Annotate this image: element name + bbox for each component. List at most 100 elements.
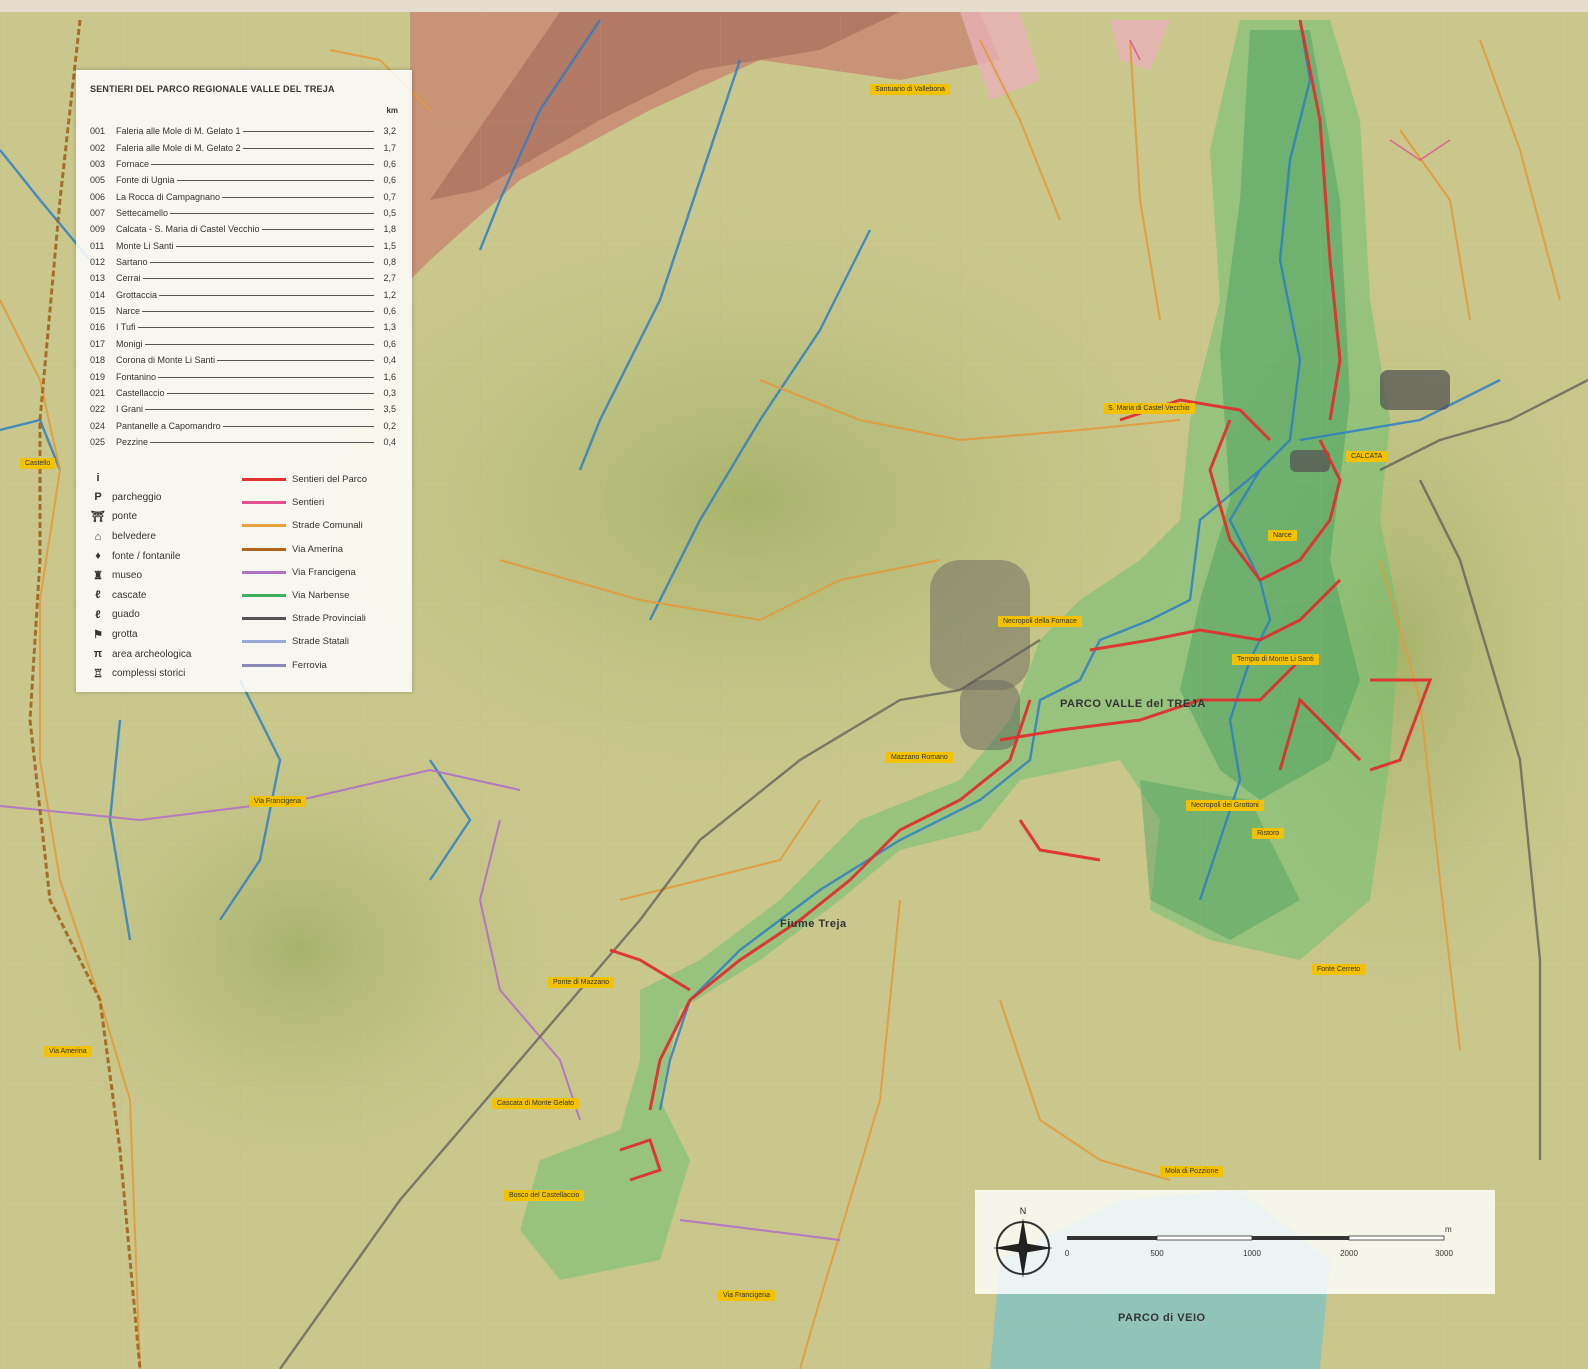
- line-label: Sentieri del Parco: [292, 474, 367, 486]
- map-symbol-icon: ♖: [93, 668, 103, 681]
- trail-code: 003: [90, 159, 106, 170]
- via-amerina: [28, 19, 142, 1369]
- scale-bar: m: [1067, 1225, 1452, 1241]
- map-symbol-icon: P: [94, 491, 102, 504]
- compass-north-label: N: [1020, 1206, 1027, 1216]
- trail-length: 0,5: [383, 208, 396, 219]
- trail-leader: [137, 327, 374, 329]
- place-label[interactable]: Necropoli della Fornace: [998, 616, 1082, 627]
- map-symbol-icon: ⛩: [91, 511, 105, 524]
- trail-leader: [170, 213, 374, 215]
- place-label[interactable]: Cascata di Monte Gelato: [492, 1098, 580, 1109]
- trail-length: 2,7: [383, 273, 396, 284]
- trail-leader: [145, 409, 374, 411]
- place-label[interactable]: Ristoro: [1252, 828, 1285, 839]
- place-label[interactable]: Via Amerina: [44, 1046, 92, 1057]
- trail-length: 0,7: [383, 191, 396, 202]
- place-label[interactable]: Castello: [20, 458, 56, 469]
- trail-length: 1,5: [383, 240, 396, 251]
- trail-name: Narce: [116, 306, 141, 317]
- symbol-legend-item: ♦fonte / fontanile: [90, 546, 230, 566]
- place-label[interactable]: Narce: [1268, 530, 1297, 541]
- place-label[interactable]: Ponte di Mazzano: [548, 977, 615, 988]
- line-label: Via Amerina: [292, 543, 344, 555]
- trail-code: 013: [90, 273, 106, 284]
- provincial-roads: [279, 378, 1588, 1369]
- map-symbol-icon: ⚑: [93, 629, 103, 642]
- trail-leader: [144, 343, 374, 345]
- trail-length: 0,6: [383, 159, 396, 170]
- place-label[interactable]: Via Francigena: [718, 1290, 775, 1301]
- trail-list-item: 003 Fornace 0,6: [90, 153, 396, 169]
- trail-list-item: 013 Cerrai 2,7: [90, 267, 396, 283]
- place-label[interactable]: Bosco del Castellaccio: [504, 1190, 585, 1201]
- place-label[interactable]: Via Francigena: [249, 796, 306, 807]
- trail-length: 0,6: [383, 338, 396, 349]
- trail-leader: [159, 294, 374, 296]
- trail-leader: [166, 392, 374, 394]
- trail-code: 022: [90, 404, 106, 415]
- symbol-label: belvedere: [112, 531, 156, 543]
- trail-name: Monte Li Santi: [116, 240, 174, 251]
- trail-length: 0,4: [383, 355, 396, 366]
- towns: [930, 370, 1450, 750]
- trail-name: Cerrai: [116, 273, 141, 284]
- line-label: Sentieri: [292, 497, 325, 509]
- trail-name: Pantanelle a Capomandro: [116, 420, 221, 431]
- place-label[interactable]: Fonte Cerreto: [1312, 964, 1366, 975]
- line-legend-item: Sentieri: [242, 491, 402, 514]
- line-legend-item: Via Amerina: [242, 538, 402, 561]
- line-swatch: [242, 663, 286, 667]
- place-label[interactable]: CALCATA: [1346, 451, 1388, 462]
- line-legend-item: Strade Comunali: [242, 514, 402, 537]
- line-legend-item: Strade Statali: [242, 630, 402, 653]
- symbol-label: guado: [112, 609, 140, 621]
- trail-leader: [150, 441, 374, 443]
- line-legend-item: Via Francigena: [242, 561, 402, 584]
- trail-name: Grottaccia: [116, 289, 158, 300]
- trail-length: 1,2: [383, 289, 396, 300]
- trail-name: Fornace: [116, 159, 150, 170]
- trail-code: 012: [90, 257, 106, 268]
- place-label[interactable]: S. Maria di Castel Vecchio: [1103, 403, 1195, 414]
- line-label: Strade Statali: [292, 636, 350, 648]
- symbol-label: grotta: [112, 629, 138, 641]
- trail-leader: [151, 164, 374, 166]
- place-label[interactable]: Santuario di Vallebona: [870, 84, 950, 95]
- symbol-label: museo: [112, 570, 143, 582]
- scale-tick-label: 2000: [1340, 1249, 1358, 1258]
- municipal-roads: [0, 39, 1561, 1369]
- trail-leader: [142, 278, 374, 280]
- place-label[interactable]: Necropoli dei Grottoni: [1186, 800, 1264, 811]
- trail-code: 025: [90, 436, 106, 447]
- place-label[interactable]: Mola di Pozzione: [1160, 1166, 1224, 1177]
- trail-leader: [261, 229, 374, 231]
- place-label[interactable]: Tempio di Monte Li Santi: [1232, 654, 1319, 665]
- trail-name: Corona di Monte Li Santi: [116, 355, 216, 366]
- rivers: [0, 19, 1501, 1111]
- line-label: Ferrovia: [292, 659, 327, 671]
- trail-leader: [222, 196, 374, 198]
- trail-length: 1,3: [383, 322, 396, 333]
- place-label[interactable]: Mazzano Romano: [886, 752, 953, 763]
- symbol-legend-item: ♖complessi storici: [90, 664, 230, 684]
- trail-code: 015: [90, 306, 106, 317]
- trail-name: Fontanino: [116, 371, 157, 382]
- trail-name: Faleria alle Mole di M. Gelato 2: [116, 142, 241, 153]
- trail-code: 006: [90, 191, 106, 202]
- line-swatch: [242, 617, 286, 621]
